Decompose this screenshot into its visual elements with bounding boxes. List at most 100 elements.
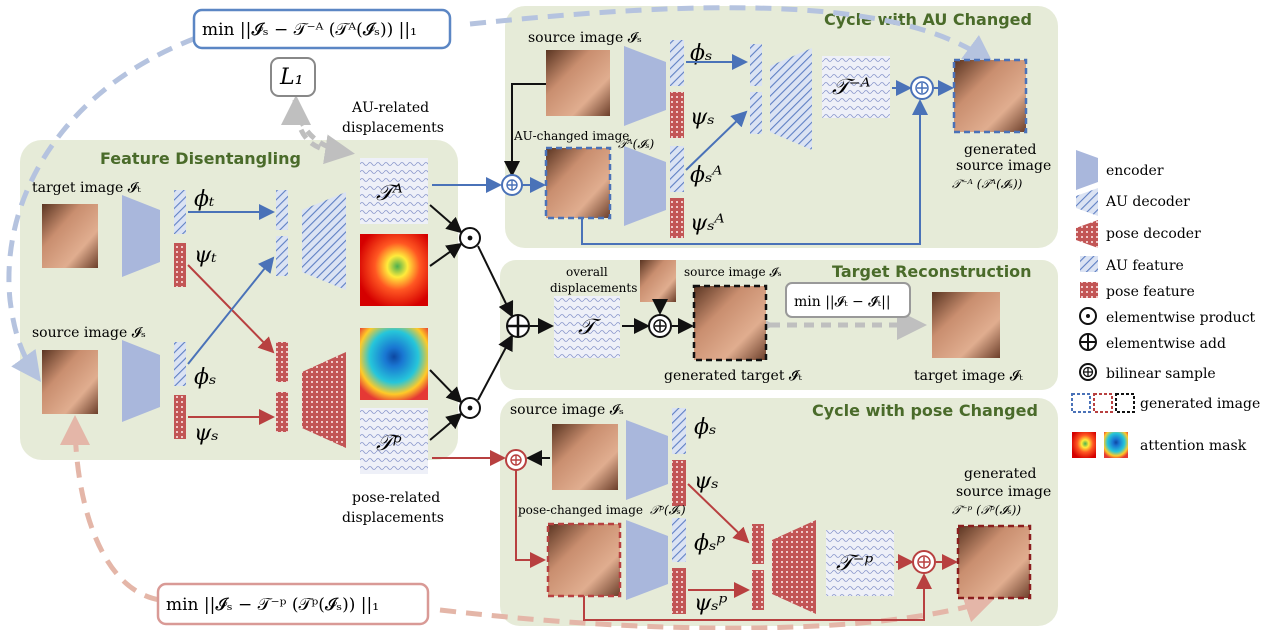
- pose-concat-2: [276, 392, 288, 432]
- legend-pose-feature: pose feature: [1106, 284, 1195, 300]
- au-cycle-loss-box: [192, 8, 452, 50]
- legend: encoder AU decoder pose decoder AU featu…: [1071, 150, 1260, 458]
- pose-cycle-dashed-arrow-right: [439, 593, 995, 630]
- l1-dashed-arrow: [292, 99, 355, 165]
- pose-concat-1: [276, 342, 288, 382]
- au-psi-sA: [670, 198, 684, 238]
- legend-au-feature: AU feature: [1105, 258, 1184, 274]
- au-psi-sA-symbol: ψₛᴬ: [690, 211, 725, 236]
- pose-decoder: [302, 352, 346, 448]
- recon-source-label: source image 𝓘ₛ: [684, 265, 782, 279]
- pose-cycle-loss-box: [156, 582, 430, 626]
- legend-au-feature-icon: [1080, 256, 1098, 272]
- psi-s-symbol: ψₛ: [194, 421, 219, 446]
- au-generated-label-2: source image: [956, 158, 1051, 174]
- arrow-au-phiA: [685, 110, 748, 171]
- au-cycle-dashed-arrow: [469, 5, 995, 65]
- pose-psi-s: [672, 460, 686, 506]
- legend-bilinear-sample: bilinear sample: [1106, 366, 1216, 382]
- pose-source-label: source image 𝓘ₛ: [510, 402, 624, 418]
- au-source-label: source image 𝓘ₛ: [528, 30, 642, 46]
- source-encoder: [122, 340, 160, 422]
- arrow-TA-to-product: [429, 204, 463, 234]
- legend-pose-decoder: pose decoder: [1106, 226, 1201, 242]
- psi-t-symbol: ψₜ: [194, 243, 217, 268]
- au-generated-formula: 𝒯⁻ᴬ (𝒯ᴬ(𝓘ₛ)): [952, 177, 1023, 191]
- pose-source-face: [552, 424, 618, 490]
- l1-loss: L₁: [279, 65, 303, 90]
- arrow-psi-t: [187, 264, 275, 354]
- au-changed-face: [544, 146, 612, 220]
- au-concat-1: [276, 190, 288, 230]
- au-changed-label: AU-changed image: [513, 129, 629, 143]
- pose-changed-face: [546, 522, 622, 598]
- arrow-pose-skip: [583, 573, 932, 621]
- Tmp-symbol: 𝒯⁻ᵖ: [836, 551, 873, 576]
- au-generated-source: [952, 58, 1028, 134]
- Tp-symbol: 𝒯ᵖ: [376, 431, 402, 456]
- arrow-au-skip: [581, 99, 928, 245]
- legend-mask-1: [1072, 432, 1096, 458]
- au-product-dot: [467, 235, 473, 241]
- l1-dashed-arrow-up: [281, 95, 322, 151]
- recon-loss-box: [785, 282, 911, 318]
- feature-panel-title: Feature Disentangling: [100, 149, 301, 168]
- au-generated-label: generated: [964, 142, 1036, 158]
- pose-product-dot: [467, 405, 473, 411]
- legend-mask-2: [1104, 432, 1128, 458]
- arrow-pose-to-add: [477, 334, 513, 401]
- recon-source-face: [640, 260, 676, 302]
- arrow-pose-add-down: [515, 470, 546, 568]
- pose-related-label: pose-related: [352, 490, 440, 506]
- au-related-label: AU-related: [351, 100, 429, 116]
- au-displacements-label: displacements: [342, 120, 444, 136]
- au-psi-s: [670, 92, 684, 138]
- au-cycle-loss: min ||𝓘ₛ − 𝒯⁻ᴬ (𝒯ᴬ(𝓘ₛ)) ||₁: [202, 20, 417, 40]
- overall-label: overall: [566, 265, 608, 279]
- pose-displacement-map: [360, 408, 428, 474]
- legend-elementwise-product: elementwise product: [1106, 310, 1256, 326]
- pose-changed-label: pose-changed image: [518, 503, 643, 517]
- legend-pose-feature-icon: [1080, 282, 1098, 298]
- pose-displacements-label: displacements: [342, 510, 444, 526]
- legend-pose-decoder-icon: [1076, 220, 1098, 248]
- au-phi-sA: [670, 146, 684, 192]
- pose-psi-sp: [672, 568, 686, 614]
- pose-generated-label-2: source image: [956, 484, 1051, 500]
- phi-t-symbol: ϕₜ: [194, 187, 215, 212]
- pose-phi-s-symbol: ϕₛ: [694, 415, 716, 440]
- legend-elementwise-add: elementwise add: [1106, 336, 1226, 352]
- pose-encoder-2: [626, 520, 668, 600]
- legend-encoder-icon: [1076, 150, 1098, 190]
- recon-target-image: [932, 292, 1000, 358]
- recon-target-label: target image 𝓘ₜ: [914, 368, 1023, 384]
- recon-loss: min ||𝓘ₜ − 𝓘̂ₜ||: [794, 294, 891, 310]
- legend-au-decoder: AU decoder: [1105, 194, 1190, 210]
- legend-gen-blue: [1071, 393, 1091, 413]
- overall-displacement-map: [554, 296, 620, 358]
- pose-cycle-panel-title: Cycle with pose Changed: [812, 401, 1038, 420]
- pose-phi-s: [672, 408, 686, 454]
- au-displacement-map: [360, 158, 428, 224]
- legend-gen-red: [1093, 393, 1113, 413]
- arrow-mask-to-product: [429, 242, 463, 267]
- pose-encoder-1: [626, 420, 668, 500]
- pose-generated-formula: 𝒯⁻ᵖ (𝒯ᵖ(𝓘ₛ)): [952, 503, 1021, 517]
- pose-cycle-loss: min ||𝓘ₛ − 𝒯⁻ᵖ (𝒯ᵖ(𝓘ₛ)) ||₁: [166, 595, 379, 615]
- TmA-symbol: 𝒯⁻ᴬ: [832, 75, 870, 100]
- pose-psi-s-symbol: ψₛ: [694, 469, 719, 494]
- au-phi-sA-symbol: ϕₛᴬ: [690, 163, 722, 188]
- au-psi-s-symbol: ψₛ: [690, 105, 715, 130]
- arrow-mask2-to-product: [429, 369, 463, 404]
- au-phi-s-symbol: ϕₛ: [690, 41, 712, 66]
- target-face-image: [42, 204, 98, 268]
- arrow-au-source-down: [504, 83, 546, 177]
- phi-s-feature: [174, 342, 186, 386]
- legend-au-decoder-icon: [1076, 188, 1098, 216]
- recon-panel-title: Target Reconstruction: [832, 262, 1032, 281]
- pose-attention-mask: [360, 328, 428, 400]
- phi-s-symbol: ϕₛ: [194, 365, 216, 390]
- pose-concat-b: [752, 570, 764, 610]
- pose-cycle-dashed-arrow-left: [60, 415, 161, 603]
